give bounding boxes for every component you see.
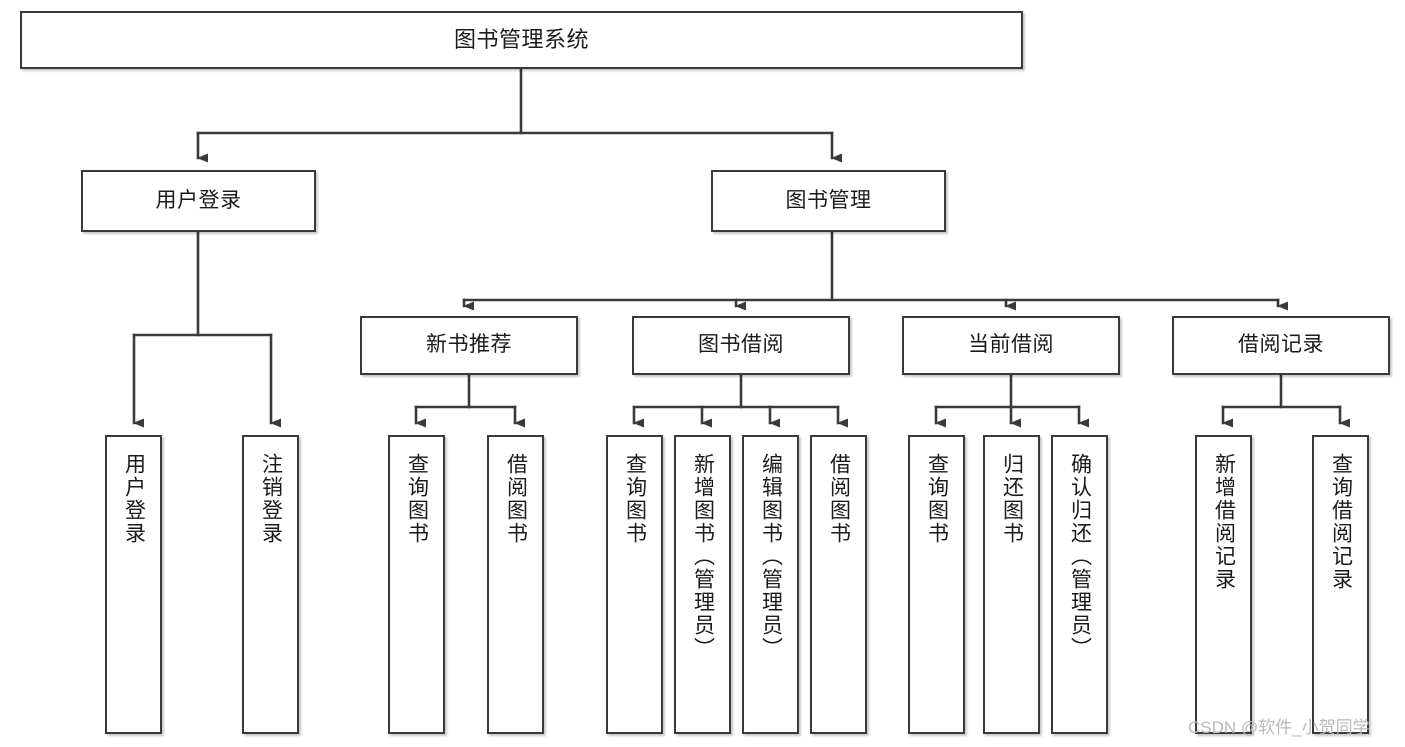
node-leaf-query-book-1-label: 查询图书 xyxy=(405,453,429,545)
node-leaf-query-book-3[interactable]: 查询图书 xyxy=(908,435,965,734)
node-leaf-query-book-2[interactable]: 查询图书 xyxy=(606,435,663,734)
node-leaf-edit-book[interactable]: 编辑图书（管理员） xyxy=(742,435,799,734)
node-current-borrow[interactable]: 当前借阅 xyxy=(902,316,1120,375)
node-borrow-record-label: 借阅记录 xyxy=(1238,333,1324,357)
node-book-borrow[interactable]: 图书借阅 xyxy=(632,316,850,375)
node-leaf-user-logout-label: 注销登录 xyxy=(259,453,283,545)
node-leaf-borrow-book-1-label: 借阅图书 xyxy=(504,453,528,545)
node-leaf-query-record-label: 查询借阅记录 xyxy=(1329,453,1353,591)
node-leaf-edit-book-label: 编辑图书（管理员） xyxy=(759,453,783,660)
node-leaf-add-book[interactable]: 新增图书（管理员） xyxy=(674,435,731,734)
node-book-manage[interactable]: 图书管理 xyxy=(711,170,946,232)
node-root[interactable]: 图书管理系统 xyxy=(20,11,1023,69)
node-leaf-add-record[interactable]: 新增借阅记录 xyxy=(1195,435,1252,734)
node-book-borrow-label: 图书借阅 xyxy=(698,333,784,357)
node-leaf-add-record-label: 新增借阅记录 xyxy=(1212,453,1236,591)
node-borrow-record[interactable]: 借阅记录 xyxy=(1172,316,1390,375)
node-root-label: 图书管理系统 xyxy=(453,27,589,53)
csdn-watermark: CSDN @软件_小贺同学 xyxy=(1188,718,1370,737)
node-leaf-user-login-label: 用户登录 xyxy=(122,453,146,545)
node-leaf-borrow-book-2[interactable]: 借阅图书 xyxy=(810,435,867,734)
node-leaf-query-book-3-label: 查询图书 xyxy=(925,453,949,545)
node-leaf-borrow-book-1[interactable]: 借阅图书 xyxy=(487,435,544,734)
node-leaf-return-book[interactable]: 归还图书 xyxy=(983,435,1040,734)
node-user-login[interactable]: 用户登录 xyxy=(81,170,316,232)
node-leaf-user-logout[interactable]: 注销登录 xyxy=(242,435,299,734)
node-leaf-return-book-label: 归还图书 xyxy=(1000,453,1024,545)
node-new-book-recommend-label: 新书推荐 xyxy=(426,333,512,357)
node-leaf-query-record[interactable]: 查询借阅记录 xyxy=(1312,435,1369,734)
node-leaf-confirm-return[interactable]: 确认归还（管理员） xyxy=(1051,435,1108,734)
node-leaf-query-book-2-label: 查询图书 xyxy=(623,453,647,545)
node-leaf-borrow-book-2-label: 借阅图书 xyxy=(827,453,851,545)
node-user-login-label: 用户登录 xyxy=(155,188,242,212)
node-leaf-query-book-1[interactable]: 查询图书 xyxy=(388,435,445,734)
node-leaf-confirm-return-label: 确认归还（管理员） xyxy=(1068,453,1092,660)
node-new-book-recommend[interactable]: 新书推荐 xyxy=(360,316,578,375)
node-leaf-user-login[interactable]: 用户登录 xyxy=(105,435,162,734)
node-leaf-add-book-label: 新增图书（管理员） xyxy=(691,453,715,660)
node-book-manage-label: 图书管理 xyxy=(785,188,872,212)
node-current-borrow-label: 当前借阅 xyxy=(968,333,1054,357)
